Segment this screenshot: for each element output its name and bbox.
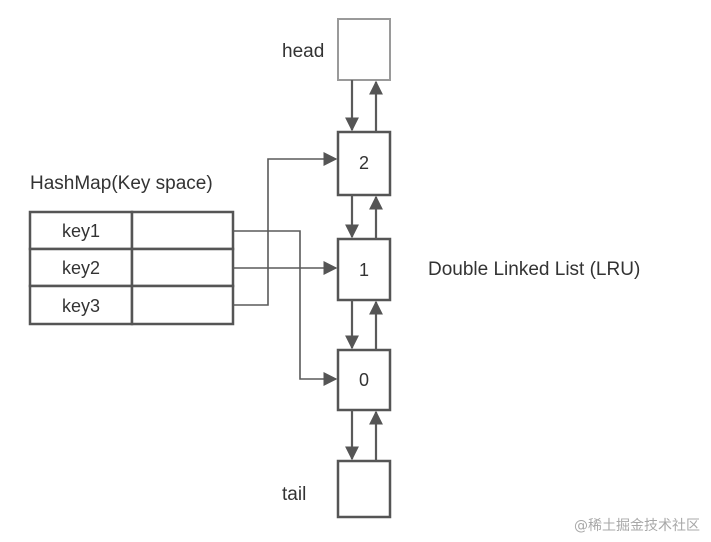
list-node	[336, 130, 392, 197]
node-value: 1	[359, 260, 369, 280]
key-pointers	[233, 152, 338, 386]
hashmap-title: HashMap(Key space)	[30, 173, 213, 194]
head-node	[337, 18, 391, 81]
tail-node	[336, 459, 392, 519]
node-value: 2	[359, 153, 369, 173]
key3-pointer	[233, 152, 338, 306]
head-label: head	[282, 41, 324, 62]
key-cell	[28, 284, 134, 326]
list-node	[336, 237, 392, 302]
key-label: key1	[62, 221, 100, 241]
list-title: Double Linked List (LRU)	[428, 259, 640, 280]
key-label: key2	[62, 258, 100, 278]
link-arrows	[345, 80, 383, 461]
value-cell	[130, 284, 235, 326]
value-cell	[130, 210, 235, 251]
tail-label: tail	[282, 484, 306, 505]
list-node	[336, 348, 392, 412]
watermark: @稀土掘金技术社区	[574, 518, 700, 534]
key-label: key3	[62, 296, 100, 316]
hashmap-table: key1 key2 key3	[28, 210, 235, 326]
value-cell	[130, 247, 235, 288]
key1-pointer	[233, 230, 338, 386]
node-value: 0	[359, 370, 369, 390]
